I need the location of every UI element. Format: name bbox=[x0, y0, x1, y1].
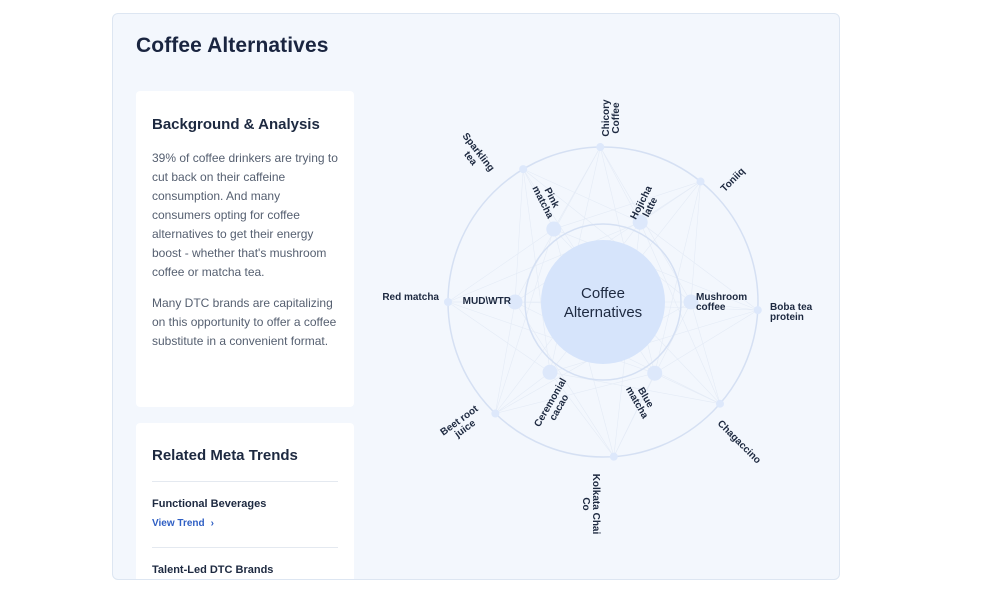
inner-ring bbox=[524, 223, 682, 381]
diagram-spoke bbox=[447, 228, 554, 303]
diagram-spoke bbox=[553, 181, 701, 230]
trend-name: Functional Beverages bbox=[152, 498, 267, 510]
diagram-spoke bbox=[523, 168, 641, 223]
outer-node bbox=[715, 399, 724, 408]
inner-node-label: Pinkmatcha bbox=[529, 180, 564, 221]
page-title: Coffee Alternatives bbox=[136, 34, 329, 57]
outer-node-label: Chagaccino bbox=[715, 418, 763, 466]
outer-node bbox=[696, 177, 705, 186]
diagram-spoke bbox=[549, 371, 721, 404]
diagram-spoke bbox=[495, 372, 655, 414]
inner-node-label: Bluematcha bbox=[623, 380, 659, 421]
inner-node-label: MUD\WTR bbox=[463, 296, 512, 307]
diagram-spoke bbox=[495, 372, 551, 414]
diagram-spoke bbox=[522, 169, 551, 373]
analysis-paragraph-2: Many DTC brands are capitalizing on this… bbox=[152, 296, 337, 348]
center-circle bbox=[541, 240, 665, 364]
analysis-paragraph-1: 39% of coffee drinkers are trying to cut… bbox=[152, 151, 338, 279]
outer-node bbox=[753, 306, 762, 315]
diagram-spoke bbox=[640, 222, 758, 311]
diagram-spoke bbox=[514, 169, 524, 303]
trend-item: Talent-Led DTC Brands bbox=[152, 547, 338, 576]
outer-node bbox=[491, 409, 500, 418]
view-trend-link[interactable]: View Trend › bbox=[152, 518, 214, 529]
chevron-right-icon: › bbox=[210, 518, 214, 529]
inner-node bbox=[542, 364, 558, 380]
diagram-spoke bbox=[522, 169, 555, 230]
view-trend-label: View Trend bbox=[152, 518, 205, 529]
outer-node-label: Red matcha bbox=[382, 292, 439, 303]
inner-node-label: Ceremonialcacao bbox=[532, 376, 578, 434]
background-analysis-title: Background & Analysis bbox=[152, 116, 320, 133]
outer-node bbox=[519, 165, 528, 174]
diagram-spoke bbox=[447, 301, 551, 373]
coffee-alternatives-panel: Coffee Alternatives Background & Analysi… bbox=[112, 13, 840, 580]
diagram-spoke bbox=[495, 228, 555, 414]
diagram-spoke bbox=[690, 301, 758, 311]
related-meta-trends-title: Related Meta Trends bbox=[152, 447, 298, 464]
diagram-spoke bbox=[690, 301, 721, 404]
trend-name: Talent-Led DTC Brands bbox=[152, 564, 274, 576]
inner-node bbox=[647, 365, 663, 381]
inner-node bbox=[683, 294, 699, 310]
trend-item: Functional Beverages View Trend › bbox=[152, 481, 338, 531]
diagram-spoke bbox=[522, 168, 692, 303]
outer-node-label: Sparklingtea bbox=[452, 131, 497, 180]
inner-node bbox=[632, 214, 648, 230]
outer-node bbox=[444, 298, 452, 306]
diagram-spoke bbox=[495, 301, 516, 414]
diagram-spoke bbox=[654, 309, 758, 374]
outer-node-label: ChicoryCoffee bbox=[601, 99, 622, 137]
background-analysis-card: Background & Analysis 39% of coffee drin… bbox=[136, 91, 354, 407]
inner-node bbox=[546, 221, 562, 237]
diagram-spoke bbox=[549, 372, 615, 457]
diagram-spoke bbox=[549, 309, 758, 373]
related-meta-trends-card: Related Meta Trends Functional Beverages… bbox=[136, 423, 354, 579]
outer-node-label: Kolkata ChaiCo bbox=[580, 474, 601, 535]
outer-node bbox=[596, 143, 605, 152]
outer-node-label: Toniiq bbox=[719, 166, 747, 194]
outer-node-label: Beet rootjuice bbox=[439, 403, 487, 446]
diagram-spoke bbox=[447, 221, 641, 303]
inner-node bbox=[507, 294, 523, 310]
diagram-spoke bbox=[690, 181, 701, 303]
diagram-spoke bbox=[613, 373, 655, 457]
diagram-spoke bbox=[514, 301, 615, 457]
outer-node bbox=[609, 452, 618, 461]
diagram-spoke bbox=[600, 146, 641, 223]
